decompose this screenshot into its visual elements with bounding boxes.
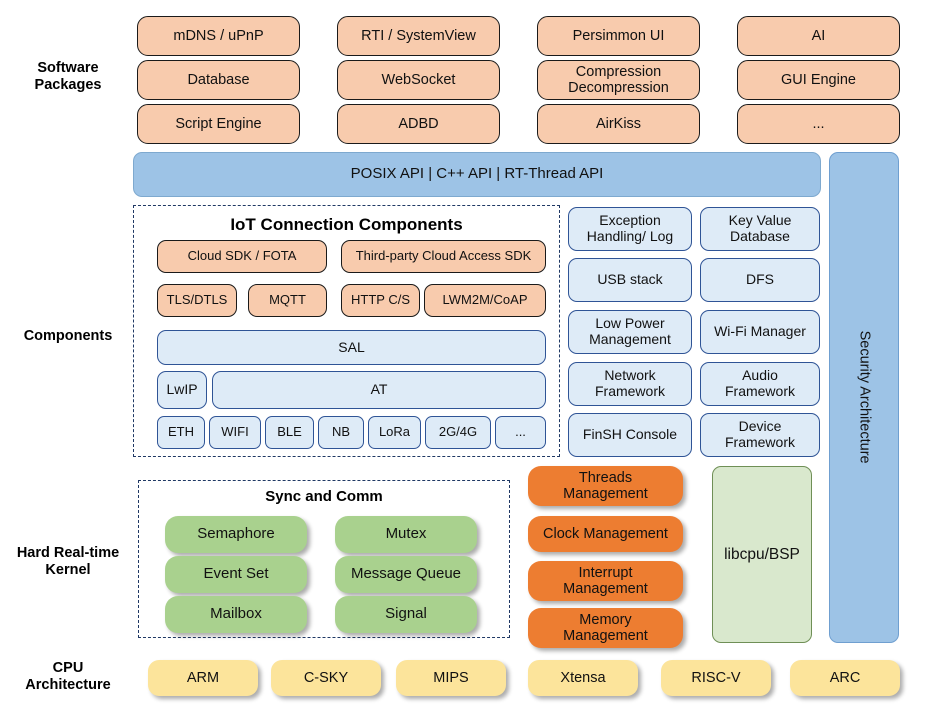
component-box[interactable]: FinSH Console bbox=[568, 413, 692, 457]
software-package-box[interactable]: Database bbox=[137, 60, 300, 100]
component-box[interactable]: Device Framework bbox=[700, 413, 820, 457]
iot-protocol-box[interactable]: HTTP C/S bbox=[341, 284, 420, 317]
iot-protocol-box[interactable]: LWM2M/CoAP bbox=[424, 284, 546, 317]
kernel-sync-box[interactable]: Signal bbox=[335, 596, 477, 633]
iot-link-box[interactable]: BLE bbox=[265, 416, 314, 449]
iot-link-box[interactable]: LoRa bbox=[368, 416, 421, 449]
component-box[interactable]: USB stack bbox=[568, 258, 692, 302]
software-package-box[interactable]: WebSocket bbox=[337, 60, 500, 100]
security-architecture-label: Security Architecture bbox=[856, 331, 873, 464]
software-package-box[interactable]: RTI / SystemView bbox=[337, 16, 500, 56]
sync-and-comm-title: Sync and Comm bbox=[265, 488, 383, 505]
software-package-box[interactable]: AirKiss bbox=[537, 104, 700, 144]
row-label-components: Components bbox=[23, 328, 113, 345]
iot-at-box[interactable]: AT bbox=[212, 371, 546, 409]
sync-and-comm-group bbox=[138, 480, 510, 638]
iot-protocol-box[interactable]: MQTT bbox=[248, 284, 327, 317]
component-box[interactable]: DFS bbox=[700, 258, 820, 302]
software-package-box[interactable]: mDNS / uPnP bbox=[137, 16, 300, 56]
kernel-management-box[interactable]: Interrupt Management bbox=[528, 561, 683, 601]
component-box[interactable]: Wi-Fi Manager bbox=[700, 310, 820, 354]
cpu-arch-box[interactable]: C-SKY bbox=[271, 660, 381, 696]
iot-link-box[interactable]: WIFI bbox=[209, 416, 261, 449]
cpu-arch-box[interactable]: MIPS bbox=[396, 660, 506, 696]
iot-cloud-box[interactable]: Cloud SDK / FOTA bbox=[157, 240, 327, 273]
row-label-software-packages: Software Packages bbox=[34, 59, 102, 93]
cpu-arch-box[interactable]: ARC bbox=[790, 660, 900, 696]
kernel-sync-box[interactable]: Mailbox bbox=[165, 596, 307, 633]
iot-connection-group-title: IoT Connection Components bbox=[230, 215, 463, 234]
component-box[interactable]: Key Value Database bbox=[700, 207, 820, 251]
iot-lwip-box[interactable]: LwIP bbox=[157, 371, 207, 409]
component-box[interactable]: Audio Framework bbox=[700, 362, 820, 406]
kernel-management-box[interactable]: Memory Management bbox=[528, 608, 683, 648]
software-package-box[interactable]: AI bbox=[737, 16, 900, 56]
row-label-kernel: Hard Real-time Kernel bbox=[16, 544, 120, 578]
iot-link-box[interactable]: 2G/4G bbox=[425, 416, 491, 449]
kernel-sync-box[interactable]: Message Queue bbox=[335, 556, 477, 593]
kernel-management-box[interactable]: Clock Management bbox=[528, 516, 683, 552]
iot-cloud-box[interactable]: Third-party Cloud Access SDK bbox=[341, 240, 546, 273]
cpu-arch-box[interactable]: ARM bbox=[148, 660, 258, 696]
cpu-arch-box[interactable]: Xtensa bbox=[528, 660, 638, 696]
component-box[interactable]: Exception Handling/ Log bbox=[568, 207, 692, 251]
security-architecture-bar[interactable]: Security Architecture bbox=[829, 152, 899, 643]
kernel-management-box[interactable]: Threads Management bbox=[528, 466, 683, 506]
libcpu-bsp-box[interactable]: libcpu/BSP bbox=[712, 466, 812, 643]
row-label-cpu-architecture: CPU Architecture bbox=[25, 659, 111, 693]
iot-protocol-box[interactable]: TLS/DTLS bbox=[157, 284, 237, 317]
kernel-sync-box[interactable]: Mutex bbox=[335, 516, 477, 553]
kernel-sync-box[interactable]: Event Set bbox=[165, 556, 307, 593]
software-package-box[interactable]: Script Engine bbox=[137, 104, 300, 144]
iot-connection-group bbox=[133, 205, 560, 457]
software-package-box[interactable]: ... bbox=[737, 104, 900, 144]
iot-link-box[interactable]: ETH bbox=[157, 416, 205, 449]
iot-link-box[interactable]: ... bbox=[495, 416, 546, 449]
iot-link-box[interactable]: NB bbox=[318, 416, 364, 449]
component-box[interactable]: Low Power Management bbox=[568, 310, 692, 354]
iot-sal-box[interactable]: SAL bbox=[157, 330, 546, 365]
software-package-box[interactable]: GUI Engine bbox=[737, 60, 900, 100]
software-package-box[interactable]: ADBD bbox=[337, 104, 500, 144]
api-bar[interactable]: POSIX API | C++ API | RT-Thread API bbox=[133, 152, 821, 197]
kernel-sync-box[interactable]: Semaphore bbox=[165, 516, 307, 553]
software-package-box[interactable]: Persimmon UI bbox=[537, 16, 700, 56]
software-package-box[interactable]: Compression Decompression bbox=[537, 60, 700, 100]
component-box[interactable]: Network Framework bbox=[568, 362, 692, 406]
cpu-arch-box[interactable]: RISC-V bbox=[661, 660, 771, 696]
